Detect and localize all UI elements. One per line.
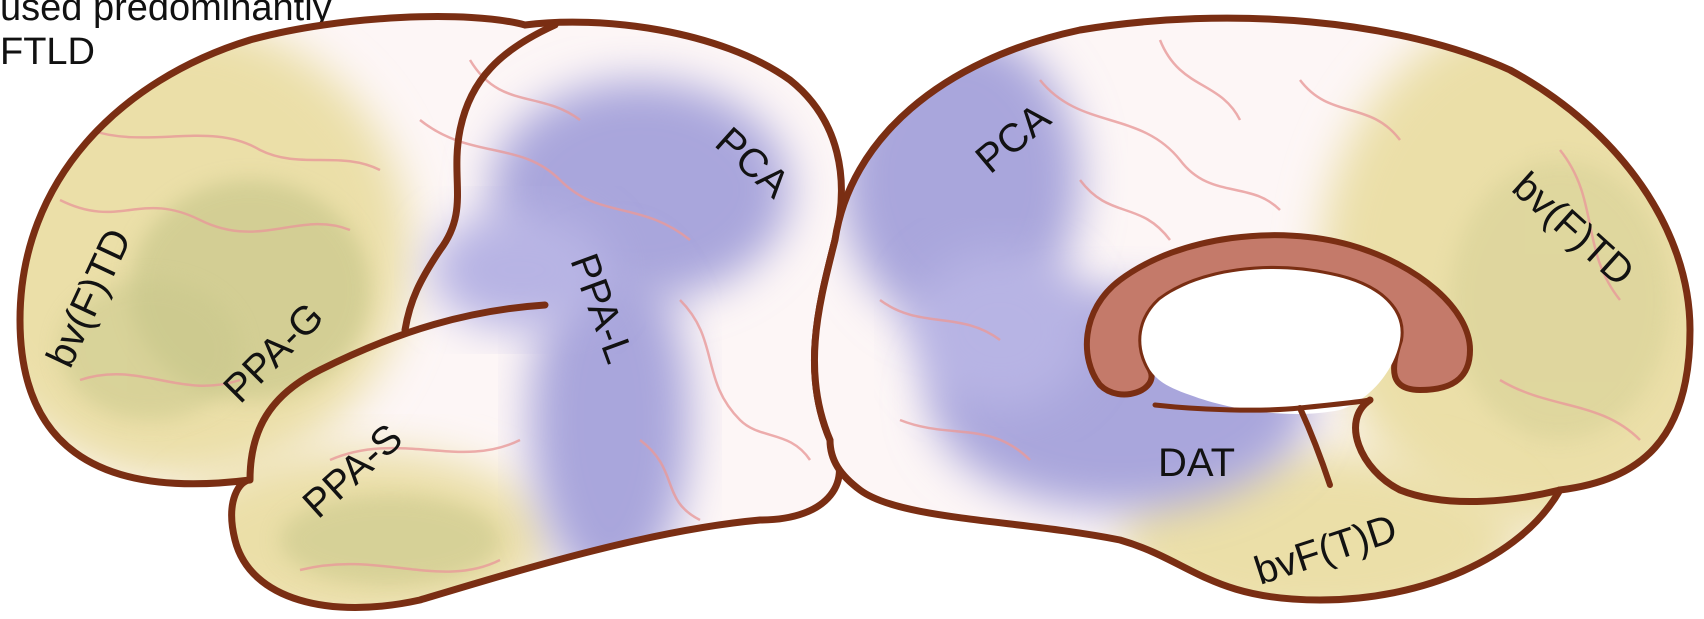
lateral-hemisphere [0, 0, 860, 619]
label-dat: DAT [1158, 441, 1235, 485]
medial-hemisphere [800, 0, 1704, 619]
